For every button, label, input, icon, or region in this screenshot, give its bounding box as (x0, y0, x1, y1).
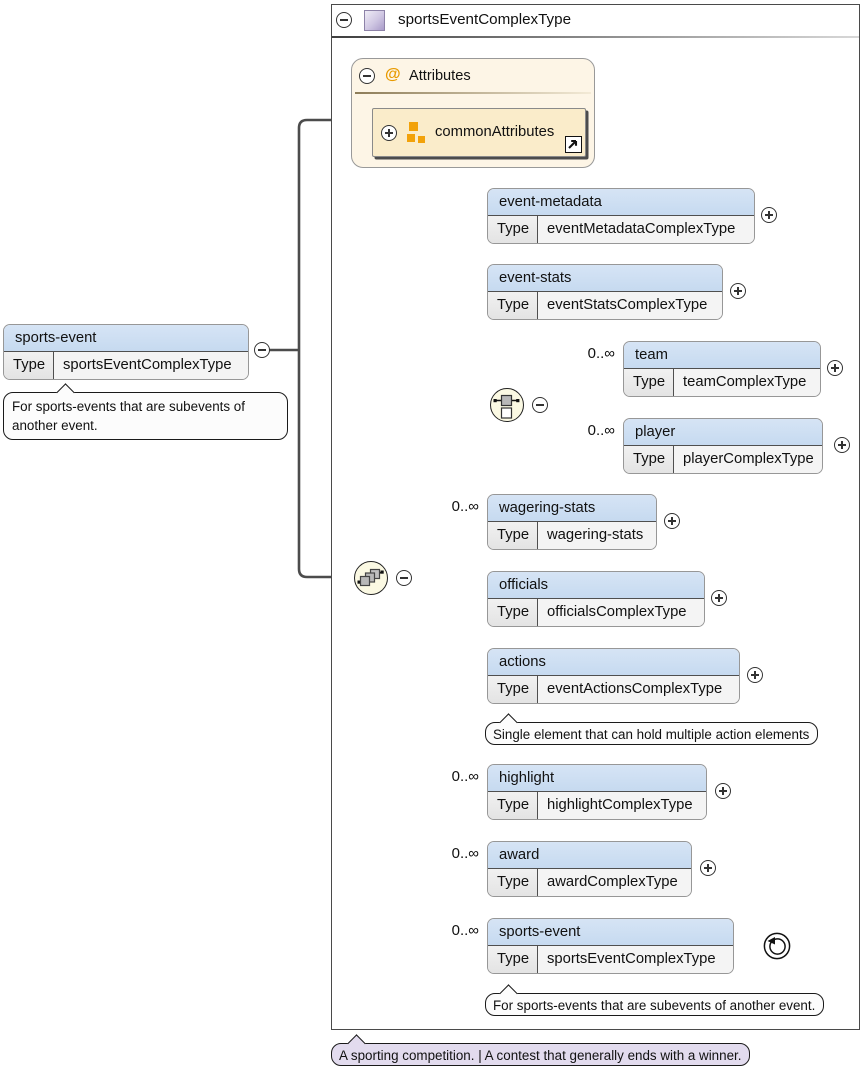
attributes-group-box: @ Attributes commonAttributes (351, 58, 595, 168)
type-value: eventActionsComplexType (538, 676, 739, 703)
type-value: eventStatsComplexType (538, 292, 722, 319)
type-value: awardComplexType (538, 869, 691, 896)
type-label: Type (488, 522, 538, 549)
expand-toggle-actions[interactable] (747, 667, 763, 683)
type-value: officialsComplexType (538, 599, 704, 626)
type-value: eventMetadataComplexType (538, 216, 754, 243)
collapse-toggle-attributes[interactable] (359, 68, 375, 84)
annotation-text: For sports-events that are subevents of … (12, 399, 245, 433)
occurs-label-team: 0..∞ (587, 345, 615, 362)
element-name: team (624, 342, 820, 369)
expand-toggle-highlight[interactable] (715, 783, 731, 799)
jump-arrow-icon[interactable] (565, 136, 582, 153)
expand-toggle-wagering-stats[interactable] (664, 513, 680, 529)
attribute-group-icon (407, 122, 429, 144)
type-value: teamComplexType (674, 369, 820, 396)
collapse-toggle-root[interactable] (336, 12, 352, 28)
element-name: award (488, 842, 691, 869)
occurs-label-highlight: 0..∞ (451, 768, 479, 785)
type-label: Type (488, 869, 538, 896)
type-value: sportsEventComplexType (538, 946, 733, 973)
container-header-separator (332, 36, 859, 38)
element-name: highlight (488, 765, 706, 792)
type-label: Type (488, 292, 538, 319)
annotation-callout-sports-event: For sports-events that are subevents of … (3, 382, 288, 440)
type-value: wagering-stats (538, 522, 656, 549)
expand-toggle-event-stats[interactable] (730, 283, 746, 299)
collapse-toggle-sequence[interactable] (396, 570, 412, 586)
expand-toggle-officials[interactable] (711, 590, 727, 606)
annotation-callout-sports-event-child: For sports-events that are subevents of … (485, 983, 825, 1016)
occurs-label-award: 0..∞ (451, 845, 479, 862)
element-name: player (624, 419, 822, 446)
element-name: event-metadata (488, 189, 754, 216)
choice-indicator[interactable] (490, 388, 524, 422)
expand-toggle-player[interactable] (834, 437, 850, 453)
annotation-text: A sporting competition. | A contest that… (339, 1048, 742, 1063)
occurs-label-sports-event-child: 0..∞ (451, 922, 479, 939)
element-name: wagering-stats (488, 495, 656, 522)
annotation-text: Single element that can hold multiple ac… (493, 727, 810, 742)
element-sports-event-source[interactable]: sports-event Type sportsEventComplexType (3, 324, 249, 380)
expand-toggle-common-attributes[interactable] (381, 125, 397, 141)
element-name: sports-event (488, 919, 733, 946)
type-value: sportsEventComplexType (54, 352, 248, 379)
collapse-toggle-choice[interactable] (532, 397, 548, 413)
type-label: Type (624, 369, 674, 396)
recursion-icon[interactable] (763, 932, 791, 960)
type-label: Type (624, 446, 674, 473)
annotation-callout-actions: Single element that can hold multiple ac… (485, 712, 819, 745)
element-name: sports-event (4, 325, 248, 352)
type-label: Type (488, 946, 538, 973)
attributes-group-title: Attributes (409, 68, 471, 84)
element-name: officials (488, 572, 704, 599)
attribute-group-ref[interactable]: commonAttributes (372, 108, 586, 157)
type-value: highlightComplexType (538, 792, 706, 819)
element-name: actions (488, 649, 739, 676)
sequence-indicator[interactable] (354, 561, 388, 595)
type-label: Type (4, 352, 54, 379)
occurs-label-wagering-stats: 0..∞ (451, 498, 479, 515)
at-sign-icon: @ (385, 66, 401, 83)
occurs-label-player: 0..∞ (587, 422, 615, 439)
annotation-callout-complex-type: A sporting competition. | A contest that… (331, 1033, 751, 1066)
collapse-toggle-sports-event[interactable] (254, 342, 270, 358)
element-name: event-stats (488, 265, 722, 292)
complex-type-icon (364, 10, 385, 31)
expand-toggle-team[interactable] (827, 360, 843, 376)
expand-toggle-award[interactable] (700, 860, 716, 876)
expand-toggle-event-metadata[interactable] (761, 207, 777, 223)
attributes-separator (355, 92, 591, 94)
type-label: Type (488, 216, 538, 243)
type-label: Type (488, 792, 538, 819)
type-label: Type (488, 676, 538, 703)
type-label: Type (488, 599, 538, 626)
attribute-group-name: commonAttributes (435, 124, 555, 140)
complex-type-title: sportsEventComplexType (398, 11, 572, 28)
annotation-text: For sports-events that are subevents of … (493, 998, 816, 1013)
type-value: playerComplexType (674, 446, 822, 473)
